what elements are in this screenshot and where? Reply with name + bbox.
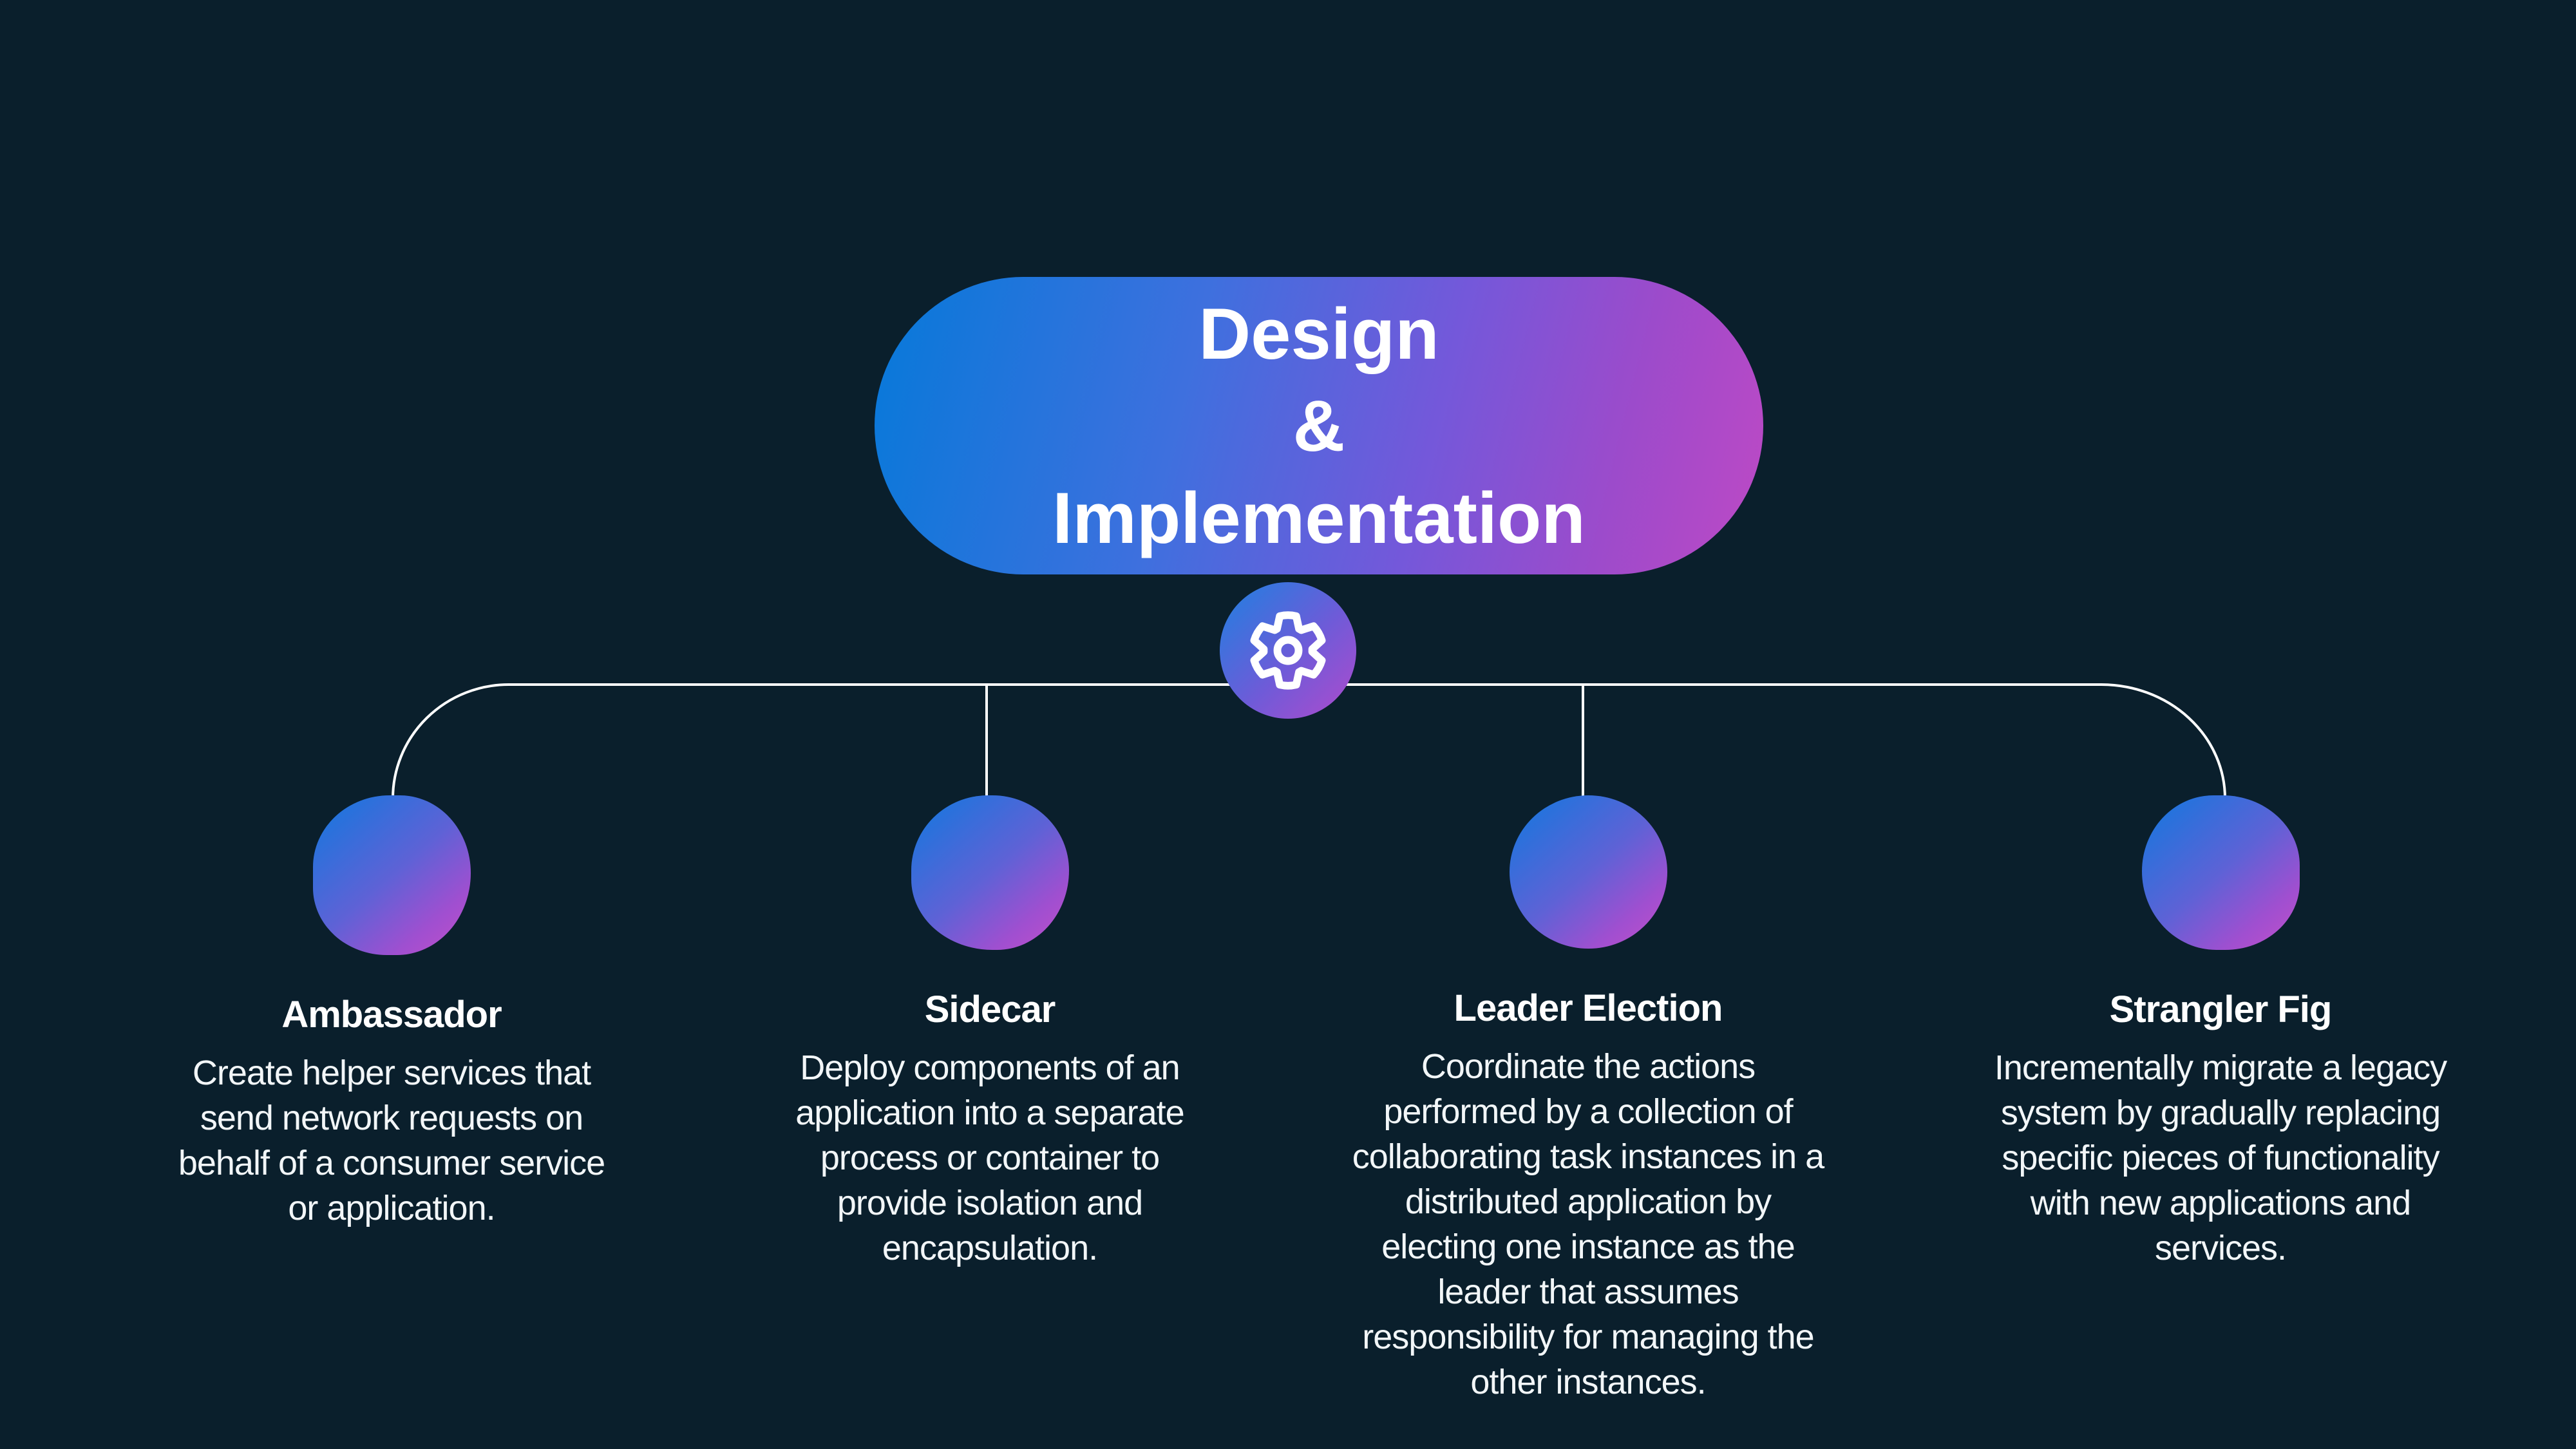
connector-curve-right bbox=[2100, 683, 2226, 800]
node-description: Coordinate the actions performed by a co… bbox=[1352, 1047, 1824, 1401]
branch-leader-election: Leader Election Coordinate the actions p… bbox=[1298, 795, 1878, 1405]
node-description: Deploy components of an application into… bbox=[795, 1048, 1184, 1267]
node-title: Sidecar bbox=[924, 989, 1056, 1030]
node-title: Ambassador bbox=[281, 994, 502, 1036]
hub-badge bbox=[1220, 582, 1356, 719]
node-description: Create helper services that send network… bbox=[178, 1054, 605, 1227]
node-title: Strangler Fig bbox=[2109, 989, 2333, 1030]
node-circle bbox=[911, 795, 1069, 950]
page-title: Design & Implementation bbox=[1052, 293, 1586, 558]
title-card: Design & Implementation bbox=[875, 277, 1763, 574]
connector-curve-left bbox=[392, 683, 510, 800]
node-circle bbox=[312, 795, 471, 955]
branch-strangler-fig: Strangler Fig Incrementally migrate a le… bbox=[1931, 795, 2510, 1271]
branch-ambassador: Ambassador Create helper services that s… bbox=[102, 795, 681, 1231]
node-circle bbox=[2141, 795, 2300, 950]
node-description: Incrementally migrate a legacy system by… bbox=[1994, 1048, 2447, 1267]
branch-sidecar: Sidecar Deploy components of an applicat… bbox=[700, 795, 1280, 1271]
gear-icon bbox=[1250, 611, 1326, 690]
node-title: Leader Election bbox=[1454, 987, 1723, 1029]
node-circle bbox=[1509, 795, 1667, 949]
